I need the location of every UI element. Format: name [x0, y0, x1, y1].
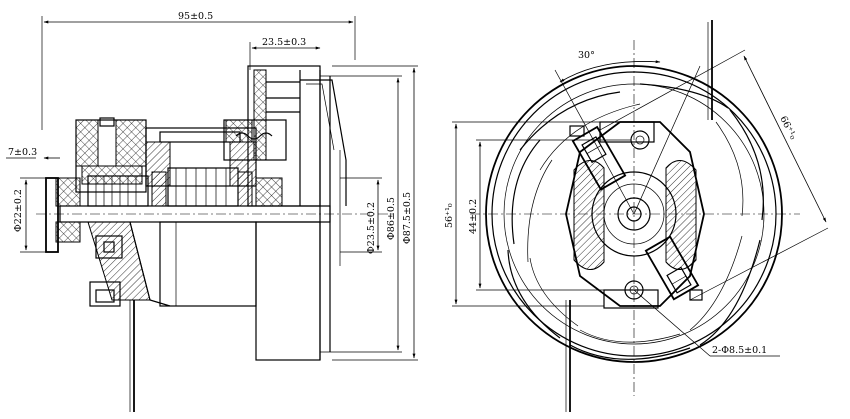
dim-diagonal: 66⁺¹₀: [777, 114, 798, 141]
dim-overall-length: 95±0.5: [178, 11, 213, 22]
dim-hub-dia: Φ23.5±0.2: [366, 202, 377, 254]
front-view: 30° 66⁺¹₀ 56⁺¹₀ 44±0.2 2-Φ8.5±0.1: [444, 20, 829, 412]
dim-fan-dia-inner: Φ86±0.5: [386, 197, 397, 240]
dim-fan-dia-outer: Φ87.5±0.5: [402, 192, 413, 244]
dim-holes: 2-Φ8.5±0.1: [712, 345, 767, 356]
dim-bearing-dia: Φ22±0.2: [13, 189, 24, 232]
fan-blades: [507, 83, 764, 360]
dim-height-outer: 56⁺¹₀: [444, 203, 455, 228]
dim-fan-width: 23.5±0.3: [262, 37, 306, 48]
dim-angle: 30°: [578, 50, 595, 61]
side-view: 95±0.5 23.5±0.3 7±0.3 Φ22±0.2: [6, 11, 418, 412]
dim-shaft-step: 7±0.3: [8, 147, 37, 158]
dim-height-inner: 44±0.2: [468, 199, 479, 234]
